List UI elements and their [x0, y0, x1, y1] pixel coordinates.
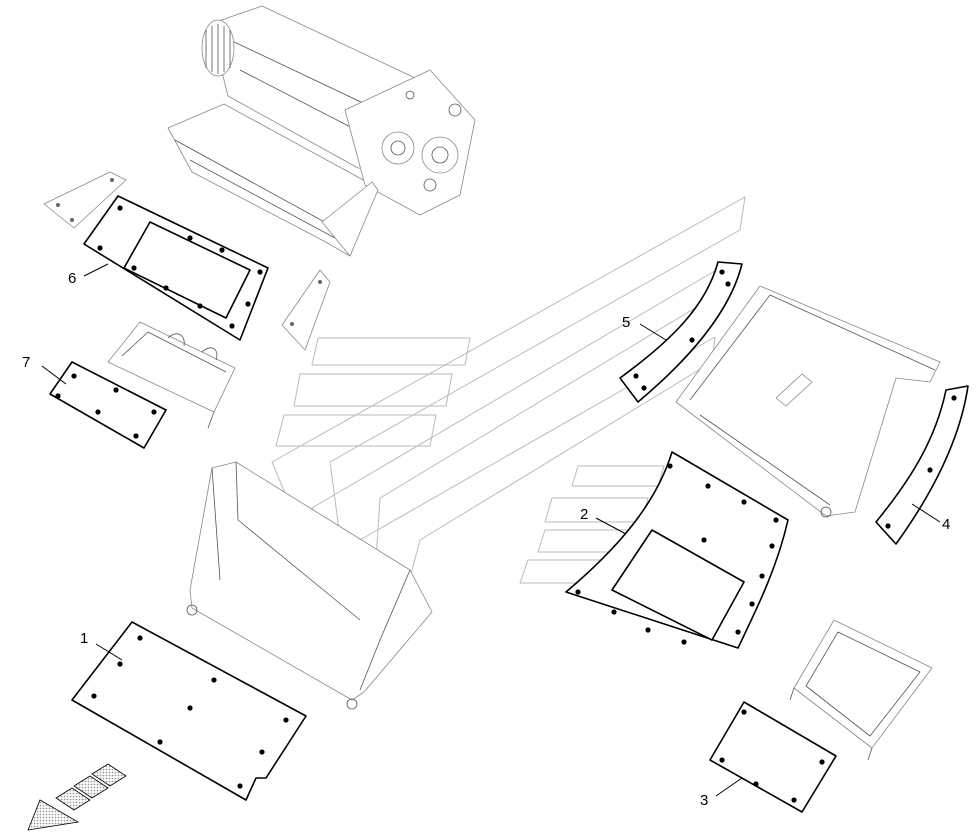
direction-arrow-icon — [27, 763, 127, 831]
right-small-frame — [789, 619, 933, 761]
leader-line-2 — [595, 517, 627, 535]
callout-label-1: 1 — [80, 630, 88, 647]
rotor-housing-assembly — [167, 5, 476, 257]
leader-line-6 — [83, 263, 109, 277]
right-hood-frame — [675, 285, 941, 518]
center-lower-hood — [186, 461, 433, 710]
callout-label-3: 3 — [700, 792, 708, 809]
leader-line-5 — [639, 323, 667, 341]
leader-line-7 — [41, 365, 67, 385]
callout-label-2: 2 — [580, 506, 588, 523]
part-3-small-plate — [709, 701, 837, 813]
left-hood-frame — [107, 321, 236, 429]
part-5-curved-strip — [619, 261, 743, 403]
callout-label-7: 7 — [22, 354, 30, 371]
callout-label-5: 5 — [622, 314, 630, 331]
part-6-window-liner — [83, 195, 269, 341]
leader-line-4 — [911, 503, 941, 523]
leader-line-3 — [715, 777, 743, 797]
part-2-window-liner — [565, 451, 789, 649]
callout-label-4: 4 — [942, 516, 950, 533]
part-7-small-plate — [49, 361, 167, 449]
part-4-curved-strip — [875, 385, 969, 545]
small-triangle-plate-center — [281, 269, 331, 351]
part-1-bottom-liner — [71, 621, 307, 801]
callout-label-6: 6 — [68, 270, 76, 287]
small-triangle-plate-left — [43, 171, 127, 229]
leader-line-1 — [95, 643, 123, 661]
